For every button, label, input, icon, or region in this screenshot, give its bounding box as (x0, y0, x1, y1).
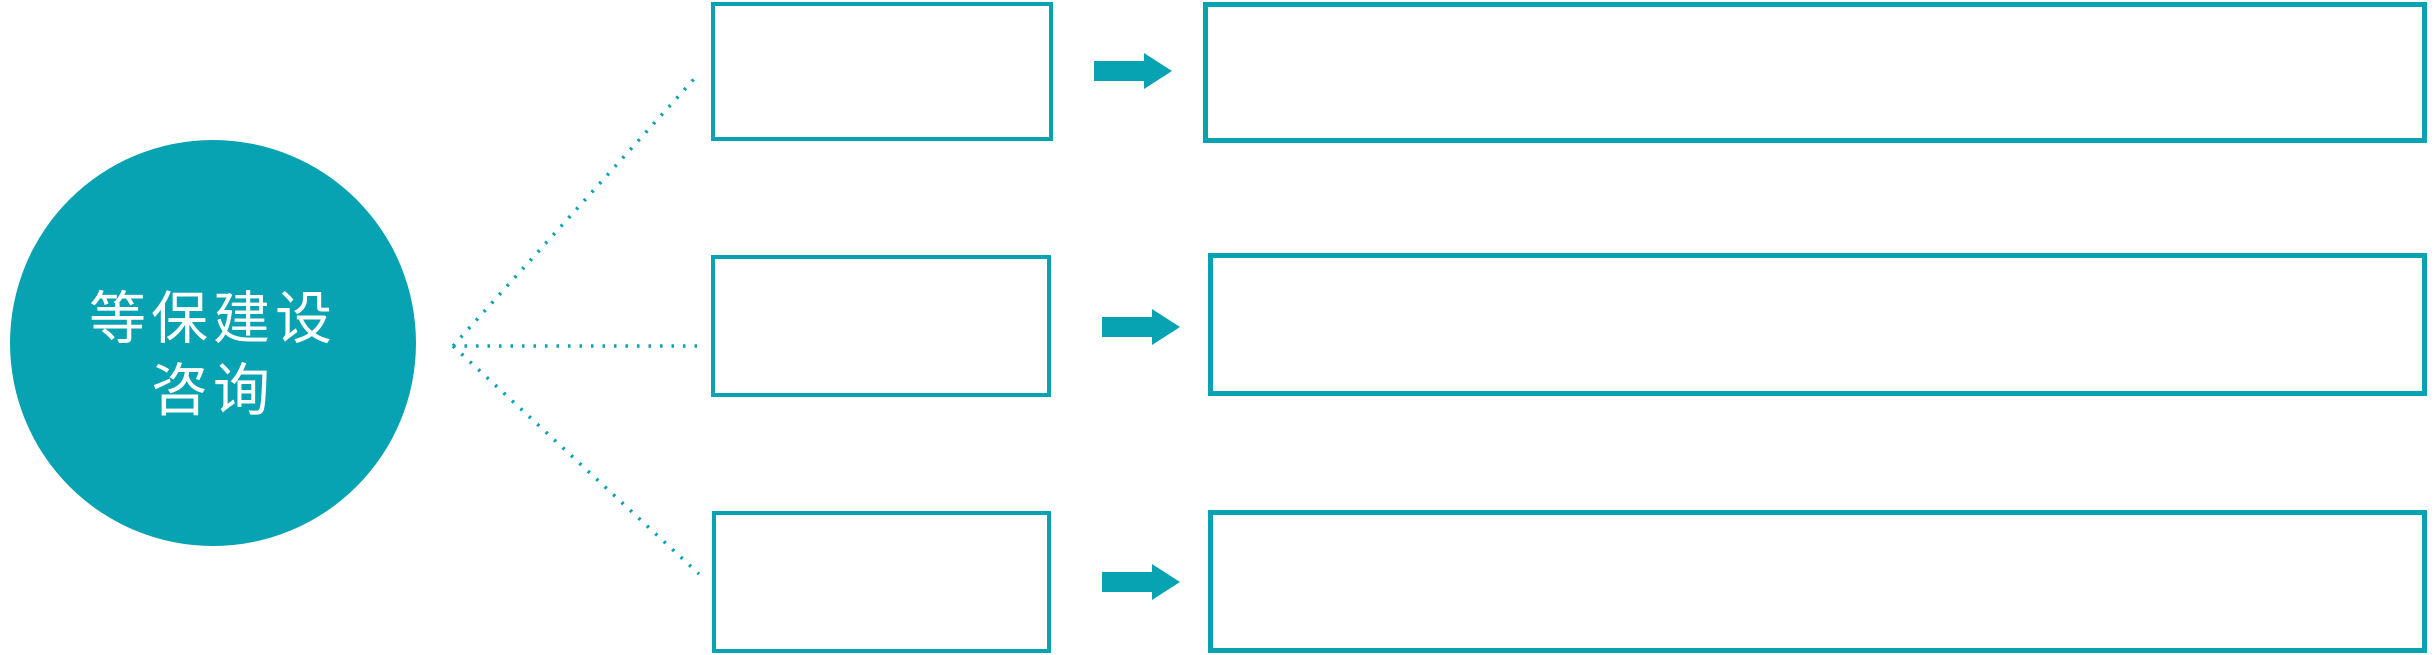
dotted-line-icon-top (451, 77, 696, 348)
arrow-right-icon (1094, 53, 1172, 89)
branch-box-3 (712, 511, 1051, 653)
hub-circle: 等保建设 咨询 (10, 140, 416, 546)
detail-box-3 (1208, 510, 2427, 653)
arrow-right-icon (1102, 564, 1180, 600)
hub-label-line1: 等保建设 (89, 286, 337, 352)
hub-label: 等保建设 咨询 (89, 283, 337, 427)
branch-box-2 (711, 255, 1051, 397)
detail-box-1 (1203, 2, 2427, 143)
detail-box-2 (1208, 253, 2427, 396)
hub-label-line2: 咨询 (151, 358, 275, 424)
arrow-right-icon (1102, 309, 1180, 345)
dotted-line-icon-bottom (451, 344, 701, 576)
branch-box-1 (711, 2, 1053, 141)
